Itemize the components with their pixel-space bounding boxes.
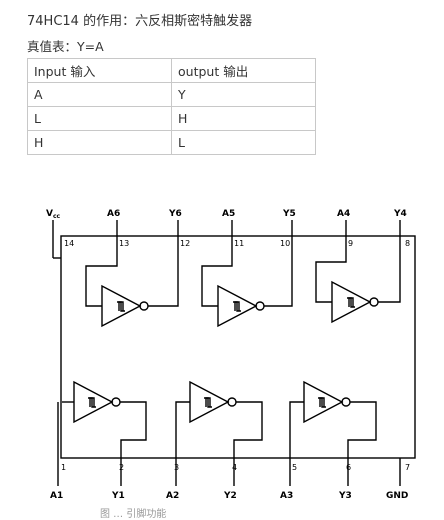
gate-5-hysteresis-icon xyxy=(233,301,241,312)
pin-label-a1: A1 xyxy=(50,491,63,501)
pin-number-13: 13 xyxy=(119,239,129,248)
pin-number-12: 12 xyxy=(180,239,190,248)
gate-1-hysteresis-icon xyxy=(89,397,95,407)
gate-1-buffer-triangle xyxy=(73,380,114,424)
pin-label-a3: A3 xyxy=(280,491,293,501)
table-cell: L xyxy=(27,106,172,131)
gate-4-hysteresis-icon xyxy=(347,297,355,308)
pin-number-1: 1 xyxy=(61,463,66,472)
truth-table-title: 真值表：Y=A xyxy=(27,39,104,54)
table-row: A Y xyxy=(27,82,316,107)
pin-number-10: 10 xyxy=(280,239,290,248)
pin-number-14: 14 xyxy=(64,239,74,248)
pin-number-5: 5 xyxy=(292,463,297,472)
pin-number-6: 6 xyxy=(346,463,351,472)
gate-6-hysteresis-icon xyxy=(118,301,124,311)
gate-1-hysteresis-icon xyxy=(88,397,96,408)
pin-label-y4: Y4 xyxy=(393,209,407,219)
pin-label-a6: A6 xyxy=(107,209,120,219)
pin-label-y6: Y6 xyxy=(168,209,182,219)
gate-5-hysteresis-icon xyxy=(234,301,240,311)
pin-number-2: 2 xyxy=(119,463,124,472)
gate-2-hysteresis-icon xyxy=(204,397,212,408)
gate-6-input-wire xyxy=(85,236,118,307)
gate-3-hysteresis-icon xyxy=(318,397,326,408)
gate-3-output-wire xyxy=(347,401,377,458)
column-header-input: Input 输入 xyxy=(27,58,172,83)
gate-3-buffer-triangle xyxy=(303,380,344,424)
table-cell: H xyxy=(171,106,316,131)
gate-5-output-wire xyxy=(264,236,293,307)
gate-2-buffer-triangle xyxy=(189,380,230,424)
page-heading: 74HC14 的作用：六反相斯密特触发器 xyxy=(27,14,253,29)
table-cell: Y xyxy=(171,82,316,107)
pin-label-y3: Y3 xyxy=(338,491,352,501)
gate-2-input-wire xyxy=(175,401,190,458)
gate-1-output-wire xyxy=(120,401,147,458)
ic-package-outline xyxy=(60,235,416,459)
gate-2-output-wire xyxy=(233,401,263,458)
pin-number-9: 9 xyxy=(348,239,353,248)
pin-label-a2: A2 xyxy=(166,491,179,501)
truth-table: Input 输入 output 输出 A Y L H H L xyxy=(27,58,316,155)
table-cell: H xyxy=(27,130,172,155)
pin-label-y5: Y5 xyxy=(282,209,296,219)
column-header-output: output 输出 xyxy=(171,58,316,83)
pin-number-8: 8 xyxy=(405,239,410,248)
pin-label-vcc: Vcc xyxy=(46,209,61,220)
gate-5-input-wire xyxy=(201,236,233,307)
gate-3-input-wire xyxy=(289,401,304,458)
pin-number-4: 4 xyxy=(232,463,237,472)
gate-3-hysteresis-icon xyxy=(319,397,325,407)
gate-6-output-wire xyxy=(148,236,179,307)
pin-number-7: 7 xyxy=(405,463,410,472)
pin-label-y1: Y1 xyxy=(111,491,125,501)
pin-label-a5: A5 xyxy=(222,209,235,219)
pin-label-a4: A4 xyxy=(337,209,350,219)
pin-number-11: 11 xyxy=(234,239,244,248)
pinout-diagram: Vcc A6 Y6 A5 Y5 A4 Y4 14 13 12 11 10 9 8… xyxy=(46,209,416,501)
table-row: H L xyxy=(27,130,316,155)
gate-4-output-wire xyxy=(378,236,401,303)
gate-2-hysteresis-icon xyxy=(205,397,211,407)
pin-number-3: 3 xyxy=(174,463,179,472)
table-row: L H xyxy=(27,106,316,131)
gate-4-hysteresis-icon xyxy=(348,297,354,307)
gate-4-input-wire xyxy=(315,236,347,303)
gate-6-hysteresis-icon xyxy=(117,301,125,312)
table-cell: A xyxy=(27,82,172,107)
table-header-row: Input 输入 output 输出 xyxy=(27,58,316,83)
pin-label-y2: Y2 xyxy=(223,491,237,501)
table-cell: L xyxy=(171,130,316,155)
figure-caption: 图 … 引脚功能 xyxy=(100,509,167,520)
pin-label-gnd: GND xyxy=(386,491,408,501)
